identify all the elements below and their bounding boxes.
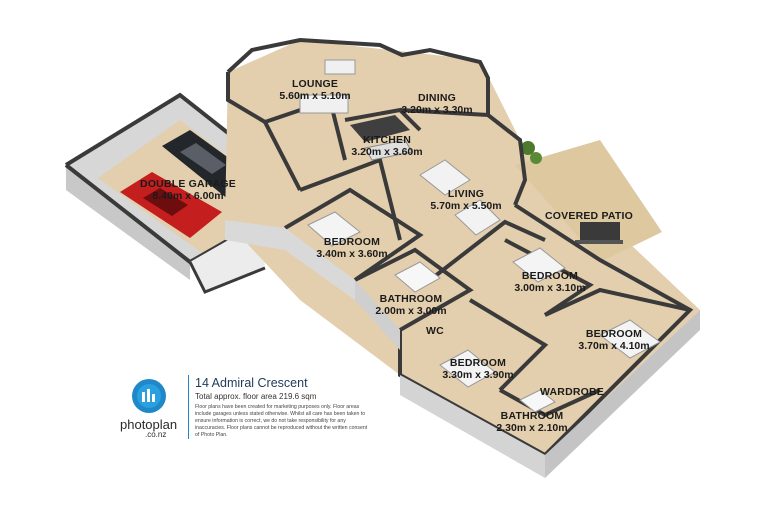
room-name: BEDROOM [585, 328, 643, 340]
room-name: LIVING [447, 188, 485, 200]
room-dimensions: 5.60m x 5.10m [279, 90, 351, 102]
room-dimensions: 5.70m x 5.50m [430, 200, 502, 212]
room-dimensions: 2.30m x 2.10m [496, 422, 568, 434]
walls [226, 37, 694, 457]
room-dimensions: 3.20m x 3.30m [401, 104, 473, 116]
room-name: BATHROOM [500, 410, 564, 422]
room-label-bedroom-1: BEDROOM 3.40m x 3.60m [316, 236, 387, 260]
room-dimensions: 8.40m x 6.00m [152, 190, 224, 202]
floor-area: Total approx. floor area 219.6 sqm [195, 392, 317, 401]
room-dimensions: 2.00m x 3.00m [375, 305, 447, 317]
house-floor [225, 40, 700, 455]
room-name: DOUBLE GARAGE [140, 178, 236, 190]
room-name: BEDROOM [449, 357, 507, 369]
room-name: BEDROOM [521, 270, 579, 282]
room-label-covered-patio: COVERED PATIO [545, 210, 633, 222]
brand-domain: .co.nz [145, 430, 167, 439]
room-name: WARDROBE [539, 386, 605, 398]
bed-icon [307, 211, 661, 388]
covered-patio-area [515, 140, 662, 262]
outer-wall-faces [225, 220, 700, 478]
photoplan-logo-icon [132, 379, 166, 413]
room-label-kitchen: KITCHEN 3.20m x 3.60m [351, 134, 422, 158]
room-label-wc: WC [426, 325, 444, 337]
room-label-bathroom-1: BATHROOM 2.00m x 3.00m [375, 293, 446, 317]
room-dimensions: 3.20m x 3.60m [351, 146, 423, 158]
disclaimer-text: Floor plans have been created for market… [195, 404, 368, 438]
room-label-wardrobe: WARDROBE [540, 386, 604, 398]
property-info: 14 Admiral Crescent Total approx. floor … [188, 375, 375, 439]
room-label-bedroom-2: BEDROOM 3.00m x 3.10m [514, 270, 585, 294]
brand-name: photoplan [120, 417, 178, 432]
address-title: 14 Admiral Crescent [195, 376, 308, 390]
room-label-double-garage: DOUBLE GARAGE 8.40m x 6.00m [140, 178, 236, 202]
room-dimensions: 3.30m x 3.90m [442, 369, 514, 381]
room-label-bedroom-4: BEDROOM 3.30m x 3.90m [442, 357, 513, 381]
room-label-dining: DINING 3.20m x 3.30m [401, 92, 472, 116]
room-label-bedroom-3: BEDROOM 3.70m x 4.10m [578, 328, 649, 352]
room-label-lounge: LOUNGE 5.60m x 5.10m [279, 78, 350, 102]
plant-icon [521, 141, 542, 164]
room-name: DINING [418, 92, 456, 104]
red-car [120, 172, 222, 238]
room-label-bathroom-2: BATHROOM 2.30m x 2.10m [496, 410, 567, 434]
room-label-living: LIVING 5.70m x 5.50m [430, 188, 501, 212]
room-name: LOUNGE [291, 78, 339, 90]
room-dimensions: 3.40m x 3.60m [316, 248, 388, 260]
patio-table [575, 222, 623, 244]
bath-fixture [394, 261, 556, 413]
living-sofa [419, 159, 501, 236]
room-dimensions: 3.00m x 3.10m [514, 282, 586, 294]
room-name: BATHROOM [379, 293, 443, 305]
room-name: KITCHEN [362, 134, 412, 146]
room-name: COVERED PATIO [545, 210, 633, 222]
lounge-sofa [299, 59, 356, 114]
kitchen-bench [350, 115, 413, 161]
room-dimensions: 3.70m x 4.10m [578, 340, 650, 352]
room-name: WC [426, 325, 444, 337]
room-name: BEDROOM [323, 236, 381, 248]
